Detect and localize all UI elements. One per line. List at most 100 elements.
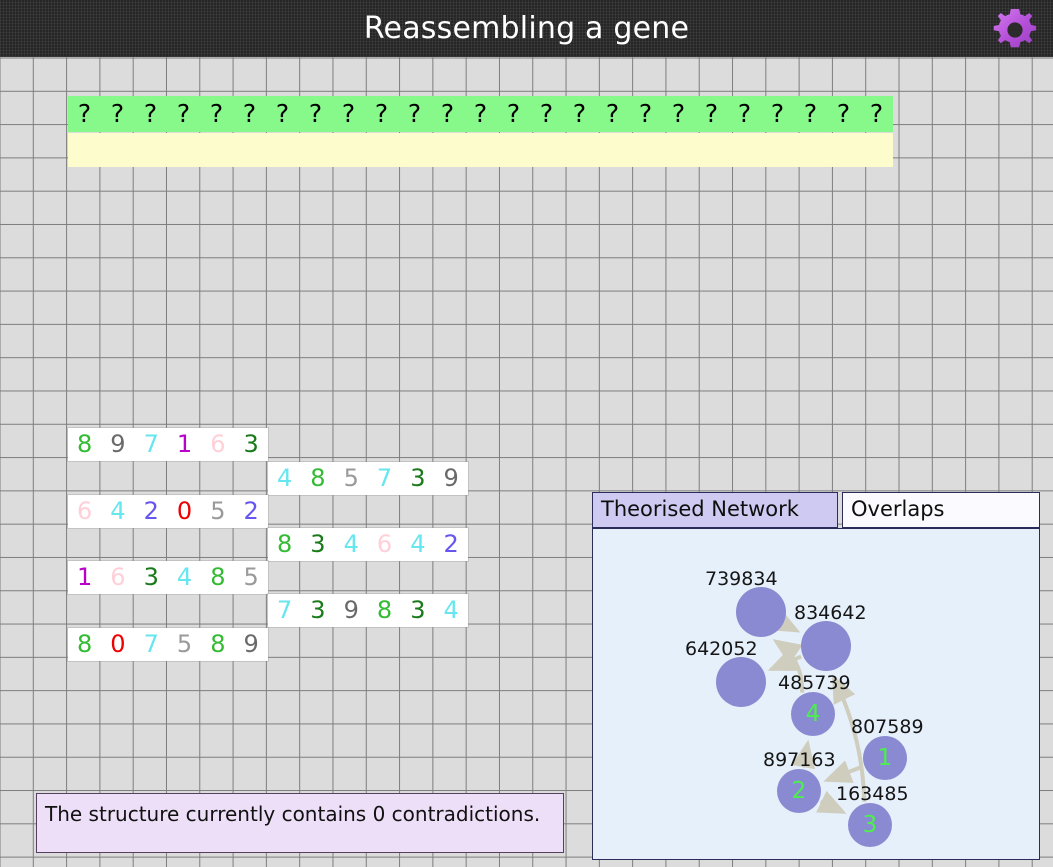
fragment-digit: 1	[77, 563, 93, 591]
fragment-digit: 4	[176, 563, 193, 591]
target-unknown-cell: ?	[836, 99, 851, 128]
fragment-digit: 0	[110, 630, 126, 658]
fragment-digit: 8	[77, 430, 93, 458]
fragment-digit: 9	[110, 430, 126, 458]
network-node-label: 163485	[836, 783, 909, 805]
target-unknown-cell: ?	[275, 99, 290, 128]
network-node[interactable]: 1	[863, 736, 907, 780]
network-node[interactable]	[801, 621, 851, 671]
network-panel: Theorised Network Overlaps 739834 834642 6…	[592, 492, 1040, 860]
target-sequence-blank-row[interactable]	[68, 133, 893, 167]
fragment-digit: 8	[210, 563, 226, 591]
fragment-digit: 4	[410, 530, 426, 558]
fragment-digit: 9	[343, 596, 359, 624]
fragment-digit: 7	[376, 464, 393, 492]
status-message: The structure currently contains 0 contr…	[36, 793, 564, 853]
fragment-digit: 6	[110, 563, 126, 591]
target-unknown-cell: ?	[770, 99, 785, 128]
network-edge	[769, 608, 801, 633]
network-edge	[772, 639, 805, 693]
fragment-digit: 0	[176, 497, 193, 525]
fragment-digit: 6	[376, 530, 393, 558]
target-unknown-cell: ?	[605, 99, 620, 128]
network-node-label: 807589	[851, 716, 924, 738]
network-edge	[832, 674, 867, 802]
target-sequence-unknown-row[interactable]: ?????????????????????????	[68, 96, 893, 132]
fragment-digit: 2	[243, 497, 259, 525]
target-unknown-cell: ?	[143, 99, 158, 128]
target-unknown-cell: ?	[737, 99, 752, 128]
network-node[interactable]: 3	[848, 803, 892, 847]
network-node-label: 739834	[705, 568, 778, 590]
network-node[interactable]: 2	[777, 769, 821, 813]
fragment-digit: 3	[310, 530, 326, 558]
fragment-digit: 1	[176, 430, 193, 458]
fragment-digit: 8	[277, 530, 293, 558]
target-unknown-cell: ?	[407, 99, 422, 128]
fragment-digit: 4	[277, 464, 293, 492]
fragment-digit: 5	[176, 630, 193, 658]
target-unknown-cell: ?	[374, 99, 389, 128]
fragment-digit: 2	[443, 530, 459, 558]
fragment-digit: 4	[110, 497, 126, 525]
fragment-digit: 8	[77, 630, 93, 658]
fragment-digit: 5	[210, 497, 226, 525]
fragment-digit: 3	[243, 430, 259, 458]
target-unknown-cell: ?	[638, 99, 653, 128]
fragment-digit: 7	[277, 596, 293, 624]
target-unknown-cell: ?	[242, 99, 257, 128]
fragment-digit: 5	[243, 563, 259, 591]
target-unknown-cell: ?	[506, 99, 521, 128]
target-unknown-cell: ?	[209, 99, 224, 128]
fragment-digit: 6	[77, 497, 93, 525]
fragment-digit: 3	[310, 596, 326, 624]
network-edge	[791, 739, 816, 770]
tab-theorised-network[interactable]: Theorised Network	[592, 492, 838, 528]
tab-overlaps[interactable]: Overlaps	[842, 492, 1040, 528]
network-node[interactable]: 4	[791, 692, 835, 736]
puzzle-grid-board[interactable]	[0, 57, 1053, 867]
fragment-digit: 3	[410, 464, 426, 492]
network-node[interactable]	[716, 657, 766, 707]
fragment-digit: 8	[376, 596, 393, 624]
fragment-digit: 3	[143, 563, 159, 591]
app-header: Reassembling a gene	[0, 0, 1053, 57]
fragment-digit: 9	[443, 464, 459, 492]
network-node-label: 897163	[763, 749, 836, 771]
target-unknown-cell: ?	[308, 99, 323, 128]
target-unknown-cell: ?	[110, 99, 125, 128]
fragment-digit: 3	[410, 596, 426, 624]
target-unknown-cell: ?	[539, 99, 554, 128]
fragment-digit: 4	[443, 596, 459, 624]
target-unknown-cell: ?	[341, 99, 356, 128]
target-unknown-cell: ?	[803, 99, 818, 128]
fragment-digit: 4	[343, 530, 359, 558]
network-node-label: 834642	[794, 602, 867, 624]
page-title: Reassembling a gene	[363, 11, 690, 46]
target-unknown-cell: ?	[77, 99, 92, 128]
target-unknown-cell: ?	[473, 99, 488, 128]
panel-tabstrip: Theorised Network Overlaps	[592, 492, 1040, 528]
fragment-digit: 9	[243, 630, 259, 658]
target-unknown-cell: ?	[572, 99, 587, 128]
target-unknown-cell: ?	[440, 99, 455, 128]
fragment-digit: 7	[143, 430, 159, 458]
fragment-digit: 5	[343, 464, 359, 492]
target-unknown-cell: ?	[869, 99, 884, 128]
network-node[interactable]	[736, 587, 786, 637]
network-edges	[767, 608, 867, 814]
gear-icon[interactable]	[991, 6, 1039, 54]
fragment-digit: 6	[210, 430, 226, 458]
fragment-digit: 8	[310, 464, 326, 492]
network-node-label: 485739	[778, 672, 851, 694]
network-edge	[816, 790, 847, 814]
network-node-label: 642052	[685, 638, 758, 660]
